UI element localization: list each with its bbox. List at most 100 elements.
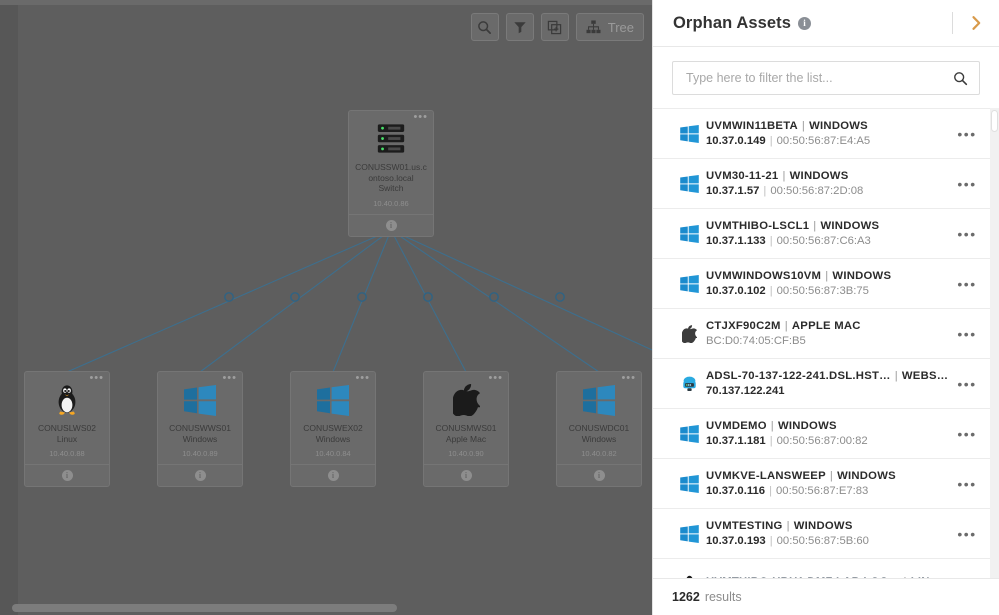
asset-mac: 00:50:56:87:C6:A3 xyxy=(776,235,871,247)
row-menu-button[interactable]: ••• xyxy=(957,225,977,242)
node-body: ••• CONUSWDC01 Windows 10.40.0.82 xyxy=(557,372,641,464)
node-menu-button[interactable]: ••• xyxy=(89,372,104,384)
list-item-content: UVMDEMO|WINDOWS 10.37.1.181|00:50:56:87:… xyxy=(706,420,952,447)
chevron-right-icon xyxy=(971,16,980,30)
list-item[interactable]: CTJXF90C2M|APPLE MAC BC:D0:74:05:CF:B5 •… xyxy=(653,309,990,359)
node-name: CONUSLWS02 xyxy=(38,423,96,433)
filter-zone xyxy=(653,47,999,108)
results-label: results xyxy=(704,590,742,604)
node-menu-button[interactable]: ••• xyxy=(355,372,370,384)
asset-detail-line: BC:D0:74:05:CF:B5 xyxy=(706,335,952,347)
node-info-button[interactable]: i xyxy=(291,464,375,486)
separator: | xyxy=(769,435,773,447)
asset-name: CTJXF90C2M xyxy=(706,320,781,332)
node-type: Windows xyxy=(315,433,351,444)
search-icon xyxy=(478,20,492,34)
topology-node-conuslws02[interactable]: ••• CONUSLWS02 xyxy=(24,371,110,488)
node-menu-button[interactable]: ••• xyxy=(621,372,636,384)
list-item[interactable]: UVMWIN11BETA|WINDOWS 10.37.0.149|00:50:5… xyxy=(653,109,990,159)
filter-icon xyxy=(514,22,526,34)
asset-category: LIN… xyxy=(911,576,942,578)
row-menu-button[interactable]: ••• xyxy=(957,525,977,542)
asset-name: UVMDEMO xyxy=(706,420,767,432)
node-info-button[interactable]: i xyxy=(557,464,641,486)
node-menu-button[interactable]: ••• xyxy=(222,372,237,384)
row-menu-button[interactable]: ••• xyxy=(957,325,977,342)
asset-name: UVMTHIBO-LSCL1 xyxy=(706,220,810,232)
list-item-content: UVMWINDOWS10VM|WINDOWS 10.37.0.102|00:50… xyxy=(706,270,952,297)
topology-canvas[interactable]: Tree ••• xyxy=(0,0,652,615)
collapse-panel-button[interactable] xyxy=(953,0,999,46)
windows-icon xyxy=(184,382,216,418)
asset-ip: 10.37.0.149 xyxy=(706,135,766,147)
node-info-button[interactable]: i xyxy=(158,464,242,486)
asset-name: ADSL-70-137-122-241.DSL.HST… xyxy=(706,370,891,382)
node-body: ••• CONUSWEX02 Windows 10.40.0.84 xyxy=(291,372,375,464)
linux-penguin-icon xyxy=(672,575,706,578)
asset-category: WINDOWS xyxy=(837,470,896,482)
topology-node-conuswdc01[interactable]: ••• CONUSWDC01 Windows 10.40.0.82 i xyxy=(556,371,642,488)
orphan-assets-panel: Orphan Assets i xyxy=(652,0,999,615)
row-menu-button[interactable]: ••• xyxy=(957,425,977,442)
asset-detail-line: 10.37.0.193|00:50:56:87:5B:60 xyxy=(706,535,952,547)
topology-node-conuswex02[interactable]: ••• CONUSWEX02 Windows 10.40.0.84 i xyxy=(290,371,376,488)
topology-node-root[interactable]: ••• xyxy=(348,110,434,237)
row-menu-button[interactable]: ••• xyxy=(957,275,977,292)
list-vertical-scrollbar[interactable] xyxy=(990,108,999,578)
search-field-wrapper[interactable] xyxy=(672,61,980,95)
info-icon: i xyxy=(593,470,605,482)
node-body: ••• CONUSMWS01 Apple Mac 10.40.0.90 xyxy=(424,372,508,464)
duplicate-button[interactable] xyxy=(540,13,569,41)
windows-icon xyxy=(583,382,615,418)
list-item[interactable]: UVM30-11-21|WINDOWS 10.37.1.57|00:50:56:… xyxy=(653,159,990,209)
asset-name-line: UVMKVE-LANSWEEP|WINDOWS xyxy=(706,470,952,482)
row-menu-button[interactable]: ••• xyxy=(957,475,977,492)
node-info-button[interactable]: i xyxy=(349,213,433,236)
panel-header: Orphan Assets i xyxy=(653,0,999,47)
node-info-button[interactable]: i xyxy=(424,464,508,486)
search-icon[interactable] xyxy=(953,71,968,86)
separator: | xyxy=(763,185,767,197)
asset-ip: 10.37.1.181 xyxy=(706,435,766,447)
info-icon: i xyxy=(460,470,472,482)
asset-detail-line: 10.37.0.102|00:50:56:87:3B:75 xyxy=(706,285,952,297)
topology-node-conuswws01[interactable]: ••• CONUSWWS01 Windows 10.40.0.89 i xyxy=(157,371,243,488)
row-menu-button[interactable]: ••• xyxy=(957,375,977,392)
search-button[interactable] xyxy=(470,13,499,41)
asset-ip: 10.37.1.133 xyxy=(706,235,766,247)
list-item[interactable]: UVMTHIBO-LSCL1|WINDOWS 10.37.1.133|00:50… xyxy=(653,209,990,259)
node-menu-button[interactable]: ••• xyxy=(413,111,428,123)
node-info-button[interactable]: i xyxy=(25,464,109,486)
scrollbar-thumb[interactable] xyxy=(991,110,998,132)
asset-category: WINDOWS xyxy=(809,120,868,132)
asset-name: UVMKVE-LANSWEEP xyxy=(706,470,826,482)
list-item[interactable]: UVMWINDOWS10VM|WINDOWS 10.37.0.102|00:50… xyxy=(653,259,990,309)
filter-button[interactable] xyxy=(505,13,534,41)
list-item-content: ADSL-70-137-122-241.DSL.HST…|WEBS… 70.13… xyxy=(706,370,952,397)
topology-node-conusmws01[interactable]: ••• CONUSMWS01 Apple Mac 10.40.0.90 i xyxy=(423,371,509,488)
asset-category: WINDOWS xyxy=(777,420,837,432)
canvas-horizontal-scrollbar[interactable] xyxy=(12,604,640,612)
list-item[interactable]: UVMDEMO|WINDOWS 10.37.1.181|00:50:56:87:… xyxy=(653,409,990,459)
asset-ip: 10.37.0.193 xyxy=(706,535,766,547)
scrollbar-thumb[interactable] xyxy=(12,604,397,612)
search-input[interactable] xyxy=(686,71,953,85)
list-item[interactable]: UVMKVE-LANSWEEP|WINDOWS 10.37.0.116|00:5… xyxy=(653,459,990,509)
asset-mac: BC:D0:74:05:CF:B5 xyxy=(706,335,806,347)
asset-category: WINDOWS xyxy=(832,270,892,282)
asset-name-line: ADSL-70-137-122-241.DSL.HST…|WEBS… xyxy=(706,370,952,382)
list-item[interactable]: UVMTHIBO-UBU1.DMZ.LAB.LOC…|LIN… ••• xyxy=(653,559,990,578)
row-menu-button[interactable]: ••• xyxy=(957,175,977,192)
node-body: ••• xyxy=(349,111,433,214)
tree-view-label: Tree xyxy=(607,19,634,35)
tree-view-button[interactable]: Tree xyxy=(575,13,644,41)
windows-icon xyxy=(672,474,706,493)
list-item[interactable]: UVMTESTING|WINDOWS 10.37.0.193|00:50:56:… xyxy=(653,509,990,559)
list-item[interactable]: ADSL-70-137-122-241.DSL.HST…|WEBS… 70.13… xyxy=(653,359,990,409)
separator: | xyxy=(769,535,773,547)
row-menu-button[interactable]: ••• xyxy=(957,125,977,142)
info-icon[interactable]: i xyxy=(798,16,812,30)
node-type: Linux xyxy=(56,433,78,444)
panel-footer: 1262 results xyxy=(653,578,999,615)
node-menu-button[interactable]: ••• xyxy=(488,372,503,384)
